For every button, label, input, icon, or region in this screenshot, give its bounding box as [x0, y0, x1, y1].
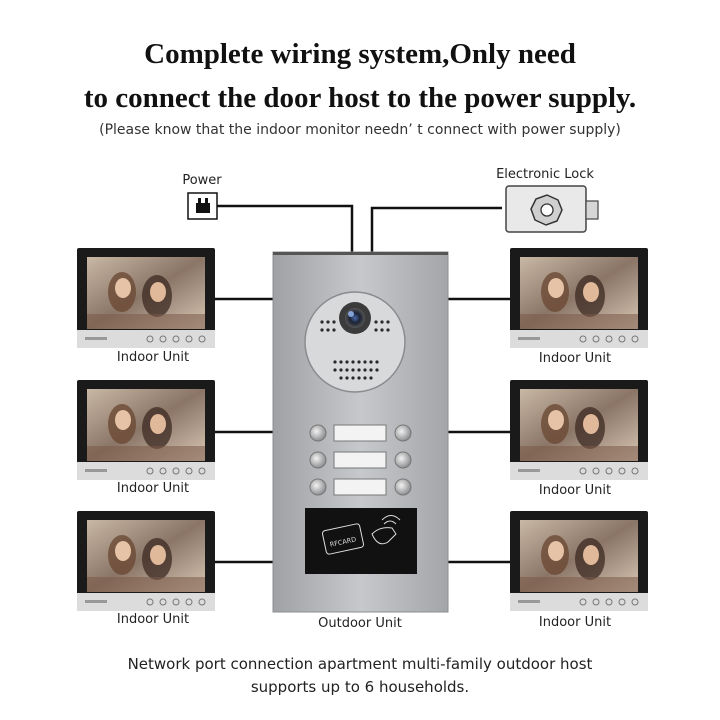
- rfcard-reader: RFCARD: [305, 508, 417, 574]
- indoor-unit-label-right-3: Indoor Unit: [538, 615, 612, 630]
- electronic-lock-icon: [505, 185, 599, 233]
- indoor-unit-label-left-3: Indoor Unit: [116, 612, 190, 627]
- power-plug-icon: [187, 192, 218, 220]
- wires: [215, 204, 510, 564]
- indoor-monitor-left-3: [76, 510, 216, 612]
- power-wire: [217, 204, 354, 252]
- title-line-1: Complete wiring system,Only need: [144, 38, 576, 70]
- power-label: Power: [182, 173, 222, 188]
- indoor-unit-label-right-2: Indoor Unit: [538, 483, 612, 498]
- indoor-monitor-left-2: [76, 379, 216, 481]
- indoor-monitor-right-3: [509, 510, 649, 612]
- call-buttons: [309, 424, 412, 496]
- indoor-monitor-right-2: [509, 379, 649, 481]
- indoor-unit-label-left-1: Indoor Unit: [116, 350, 190, 365]
- indoor-unit-label-left-2: Indoor Unit: [116, 481, 190, 496]
- footer-line-2: supports up to 6 households.: [250, 678, 470, 696]
- footer-line-1: Network port connection apartment multi-…: [127, 655, 593, 673]
- indoor-monitor-left-1: [76, 247, 216, 349]
- outdoor-unit-panel: RFCARD: [272, 251, 449, 613]
- outdoor-unit-label: Outdoor Unit: [318, 616, 402, 631]
- title-line-2: to connect the door host to the power su…: [83, 82, 637, 114]
- indoor-unit-label-right-1: Indoor Unit: [538, 351, 612, 366]
- indoor-monitor-right-1: [509, 247, 649, 349]
- lock-wire: [370, 206, 502, 252]
- subtitle: (Please know that the indoor monitor nee…: [99, 122, 621, 138]
- electronic-lock-label: Electronic Lock: [496, 167, 594, 182]
